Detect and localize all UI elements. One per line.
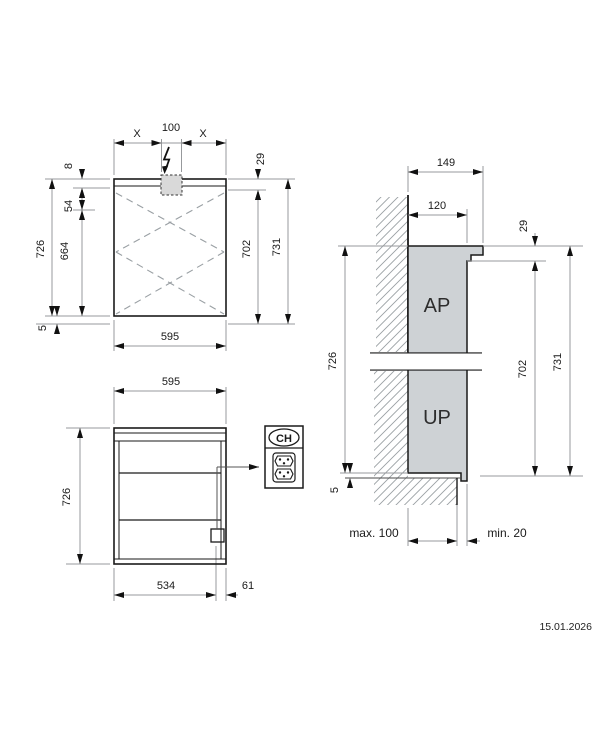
dim-label-120: 120: [428, 200, 446, 212]
cabinet-view-extension-lines: [66, 387, 227, 601]
dim-label-702-front: 702: [241, 240, 253, 258]
dim-label-29-side: 29: [518, 220, 530, 232]
dim-label-149: 149: [437, 157, 455, 169]
dim-label-664: 664: [59, 242, 71, 260]
dim-label-x-right: X: [199, 128, 207, 140]
dim-label-702-side: 702: [517, 360, 529, 378]
dim-label-5-front: 5: [37, 325, 49, 331]
side-view-dimension-lines: [342, 169, 573, 544]
electrical-connection-zone: [160, 174, 183, 196]
cabinet-view: CH 595 726 534 61: [61, 376, 304, 601]
front-view-labels: X 100 X 8 54 664 726 5 29 702 731 595: [35, 122, 283, 343]
dim-label-5-side: 5: [329, 487, 341, 493]
swing-area-dashed-lines: [115, 192, 225, 315]
dim-label-29-front: 29: [255, 153, 267, 165]
dim-label-x-left: X: [133, 128, 141, 140]
dim-label-595-front: 595: [161, 331, 179, 343]
side-view: 149 120 29 726 702 731 5 AP UP max. 100 …: [327, 157, 583, 546]
cabinet-outline-open: [113, 427, 227, 565]
date-label: 15.01.2026: [539, 621, 592, 633]
socket-leader-line: [216, 464, 259, 529]
max-recess-label: max. 100: [349, 526, 399, 540]
ap-label: AP: [424, 295, 451, 317]
dim-label-731-side: 731: [552, 353, 564, 371]
wall-hatch-ap: [376, 197, 408, 352]
ch-plug-plate: CH: [264, 425, 304, 489]
front-view-dimension-lines: [49, 140, 291, 349]
dim-label-726-side: 726: [327, 352, 339, 370]
min-protrusion-label: min. 20: [487, 526, 527, 540]
dim-label-726-front: 726: [35, 240, 47, 258]
swiss-socket-icon: [272, 452, 296, 483]
wall-hatch: [374, 197, 457, 505]
front-view: X 100 X 8 54 664 726 5 29 702 731 595: [35, 122, 295, 351]
lightning-bolt-icon: [162, 146, 171, 174]
cabinet-outline-front: [113, 146, 227, 317]
cabinet-view-dimension-lines: [77, 388, 238, 598]
dim-label-61: 61: [242, 580, 254, 592]
cabinet-view-labels: 595 726 534 61: [61, 376, 254, 592]
ch-country-label: CH: [276, 433, 292, 445]
dim-label-595-cabinet: 595: [162, 376, 180, 388]
wall-hatch-up: [374, 371, 457, 505]
dim-label-726-cabinet: 726: [61, 488, 73, 506]
dim-label-8: 8: [63, 163, 75, 169]
dim-label-534: 534: [157, 580, 175, 592]
dim-label-54: 54: [63, 200, 75, 212]
ch-ellipse: [268, 428, 300, 447]
side-view-labels: 149 120 29 726 702 731 5 AP UP max. 100 …: [327, 157, 564, 540]
dim-label-100: 100: [162, 122, 180, 134]
internal-socket-box: [210, 528, 225, 543]
up-label: UP: [423, 407, 451, 429]
dim-label-731-front: 731: [271, 238, 283, 256]
section-break: [369, 352, 483, 371]
